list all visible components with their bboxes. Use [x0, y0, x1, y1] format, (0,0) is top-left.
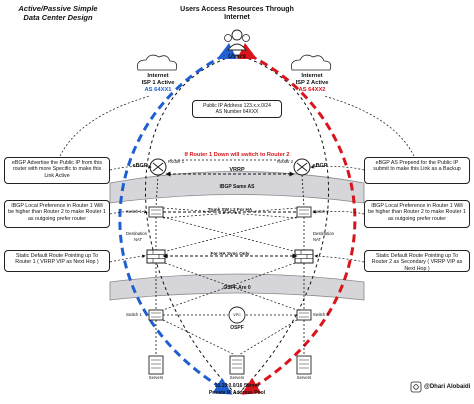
diagram-title-line2: Data Center Design	[23, 13, 93, 22]
servers-center-label: Servers	[229, 375, 245, 380]
core-switch-1-icon	[148, 309, 164, 321]
active-path-line	[118, 42, 238, 395]
users-label: Users	[227, 53, 247, 60]
ebgp-left-label: eBGP	[132, 163, 148, 169]
isp1-as: AS 64XX1	[144, 87, 172, 93]
backup-path-line	[236, 42, 357, 395]
diagram-title-line1: Active/Passive Simple	[18, 4, 98, 13]
ebgp-right-label: eBGP	[312, 163, 328, 169]
core-switch-2-label: Switch 2	[313, 312, 329, 317]
trunk-label: Trunk SW L2 For HA	[207, 207, 253, 212]
router-1-icon	[149, 158, 167, 176]
switch-1-label: Switch 1	[126, 209, 142, 214]
switch-2-label: Switch 2	[313, 209, 329, 214]
isp2-cloud	[290, 54, 332, 71]
server-rack-left-icon	[148, 355, 164, 375]
servers-left-label: Servers	[148, 375, 164, 380]
header-line1: Users Access Resources Through	[180, 6, 294, 13]
public-ip-line2: AS Number 64XXX	[215, 109, 259, 115]
vrrp-label: VRRP	[229, 167, 245, 173]
ospf-label: OSPF	[230, 325, 244, 331]
server-rack-center-icon	[229, 355, 245, 375]
firewall-1-icon	[146, 249, 166, 264]
public-ip-line1: Public IP Address 123.x.x.0/24	[203, 103, 271, 109]
firewall-2-icon	[294, 249, 314, 264]
ibgp-label: IBGP Same AS	[219, 184, 255, 190]
servers-right-label: Servers	[296, 375, 312, 380]
server-rack-right-icon	[296, 355, 312, 375]
isp2-as: AS 64XX2	[298, 87, 326, 93]
public-ip-box: Public IP Address 123.x.x.0/24 AS Number…	[192, 100, 282, 118]
ha-sync-label: For HA Sync Only	[210, 251, 250, 256]
core-switch-2-icon	[296, 309, 312, 321]
note-right-static-route: Static Default Route Pointing up To Rout…	[364, 250, 470, 272]
note-right-ibgp: IBGP Local Preference in Router 1 Will b…	[364, 200, 470, 228]
note-left-static-route: Static Default Route Pointing up To Rout…	[4, 250, 110, 272]
switch-1-icon	[148, 206, 164, 218]
note-right-ebgp: eBGP AS Prepend for the Public IP submit…	[364, 157, 470, 184]
note-left-ibgp: IBGP Local Preference in Router 1 Will b…	[4, 200, 110, 228]
isp2-label-line1: Internet	[301, 73, 323, 79]
vpc-icon	[228, 306, 246, 324]
destination-nat-right-line1: Destination	[313, 231, 334, 236]
destination-nat-left-line1: Destination	[126, 231, 147, 236]
server-pool-line2: Private IP Address Pool	[208, 390, 266, 396]
router-1-label: Router 1	[167, 159, 185, 164]
isp1-cloud	[136, 54, 178, 71]
isp1-label-line1: Internet	[147, 73, 169, 79]
users-icon	[224, 29, 250, 51]
vpc-label: VPC	[233, 313, 241, 317]
router-2-icon	[293, 158, 311, 176]
author-logo-icon	[410, 381, 422, 393]
core-switch-1-label: Switch 1	[126, 312, 142, 317]
router-2-label: Router 2	[276, 159, 294, 164]
author-label: @Dhari Alobaidi	[424, 384, 471, 390]
isp2-label-line2: ISP 2 Active	[295, 80, 329, 86]
isp1-label-line2: ISP 1 Active	[141, 80, 175, 86]
destination-nat-left-line2: NAT	[134, 237, 143, 242]
failover-note: If Router 1 Down will switch to Router 2	[184, 152, 290, 158]
destination-nat-right-line2: NAT	[313, 237, 322, 242]
switch-2-icon	[296, 206, 312, 218]
note-left-ebgp: eBGP Advertise the Public IP from this r…	[4, 157, 110, 184]
header-line2: Internet	[224, 14, 250, 21]
ospf-area-label: OSPF Are 0	[223, 285, 251, 291]
server-pool-line1: 10.10.0.0/16 Server	[214, 383, 260, 389]
